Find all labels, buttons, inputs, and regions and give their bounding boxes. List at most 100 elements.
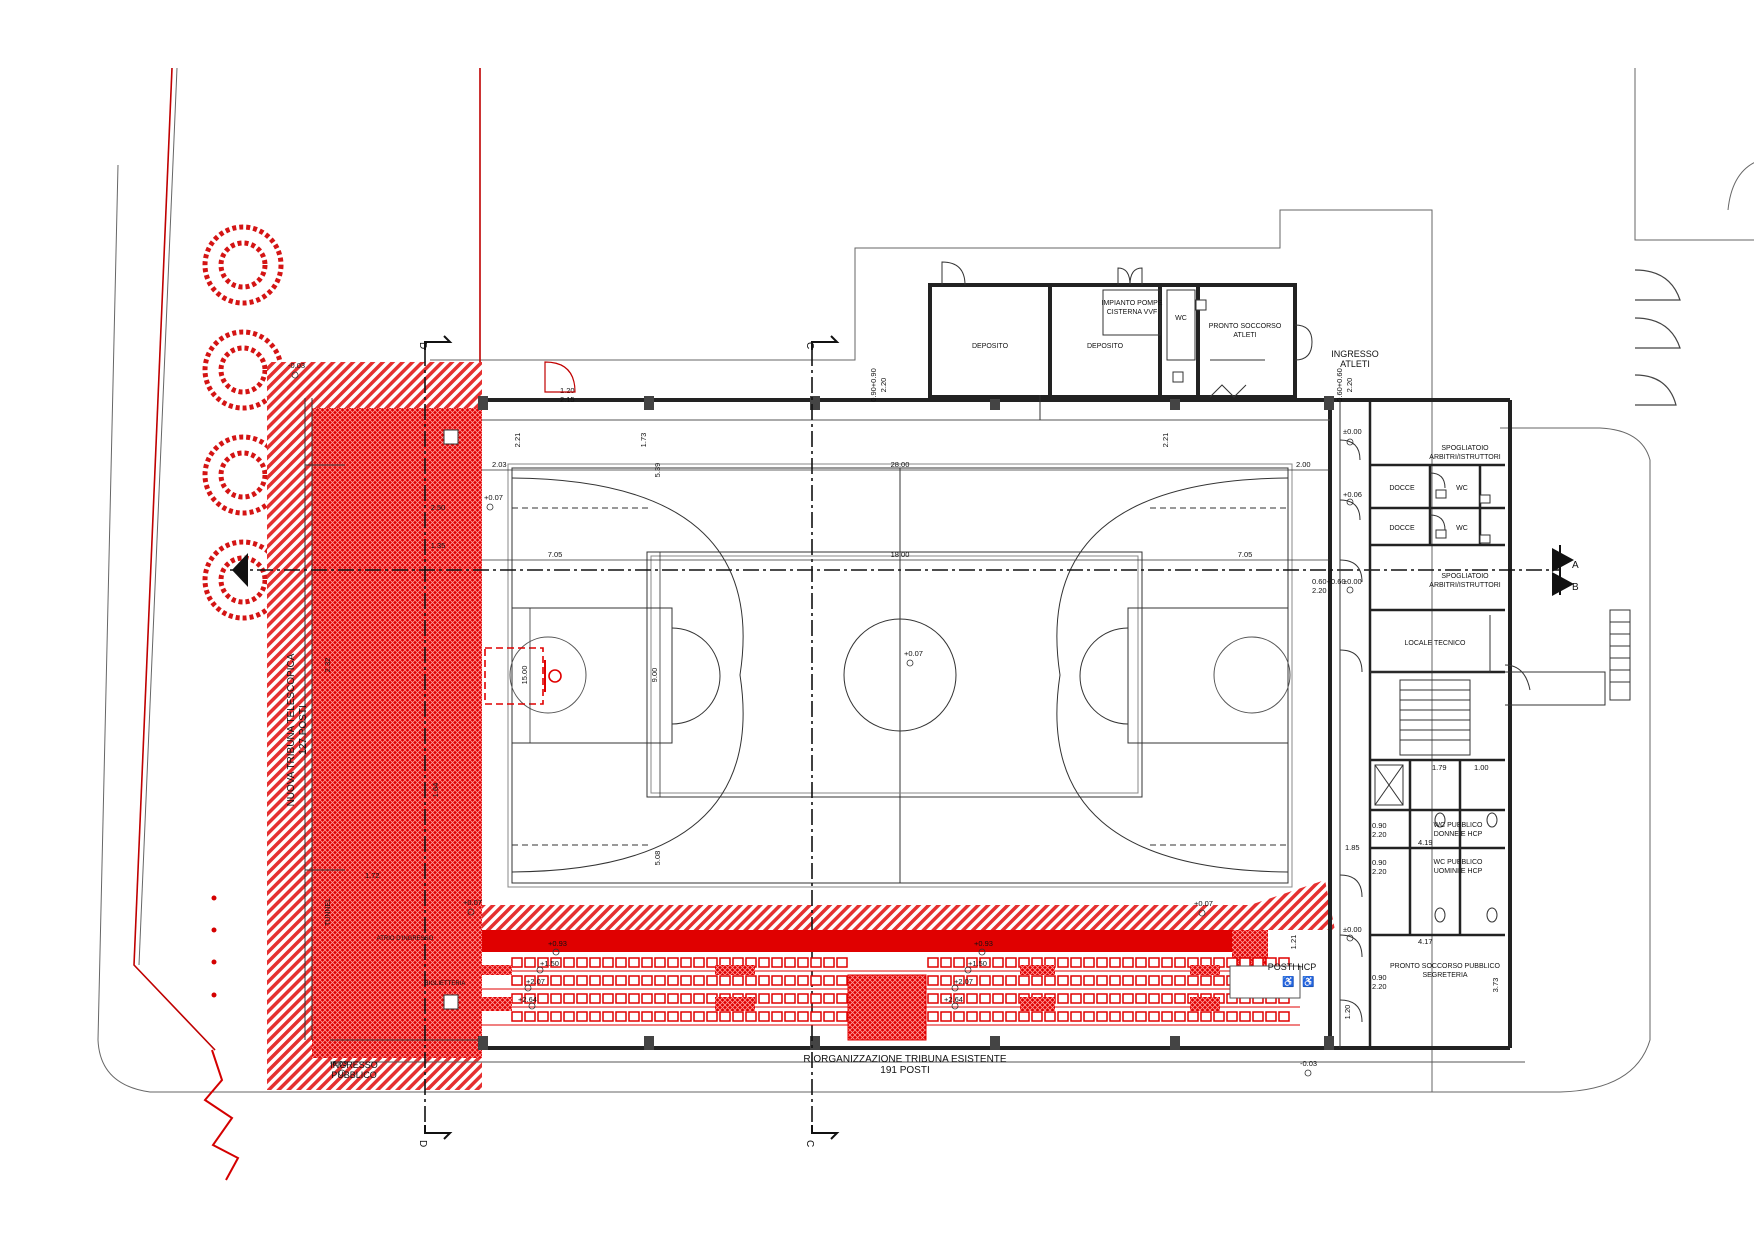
seat	[1239, 1011, 1251, 1022]
seat	[1005, 975, 1017, 986]
break-line	[203, 1049, 240, 1181]
seat	[1031, 975, 1043, 986]
seat	[797, 957, 809, 968]
seat	[732, 975, 744, 986]
seat	[1109, 957, 1121, 968]
seat	[953, 957, 965, 968]
seat	[576, 957, 588, 968]
seat	[953, 975, 965, 986]
seat	[1226, 1011, 1238, 1022]
seat	[680, 975, 692, 986]
dim-door-5: 0.90	[1372, 821, 1387, 830]
seat	[1057, 957, 1069, 968]
seat	[836, 975, 848, 986]
room-deposito-1: DEPOSITO	[972, 343, 1009, 350]
seat	[511, 957, 523, 968]
seat	[576, 975, 588, 986]
seat	[680, 1011, 692, 1022]
seat	[1057, 993, 1069, 1004]
seat	[550, 957, 562, 968]
seat	[927, 993, 939, 1004]
dim-left-margin: 2.03	[492, 460, 507, 469]
seat	[927, 1011, 939, 1022]
seat	[1083, 1011, 1095, 1022]
basketball-court	[507, 463, 1293, 888]
seat	[1083, 993, 1095, 1004]
seat	[563, 993, 575, 1004]
red-dots	[211, 895, 217, 998]
label-ingresso-pubblico-1: INGRESSO	[330, 1060, 378, 1070]
seat	[524, 957, 536, 968]
seat	[1083, 957, 1095, 968]
seat	[927, 975, 939, 986]
dim-door-5b: 2.20	[1372, 830, 1387, 839]
tree	[202, 224, 284, 306]
dim-top-2: 5.39	[653, 463, 662, 478]
seat	[823, 1011, 835, 1022]
seat	[1174, 993, 1186, 1004]
dim-door-6: 0.90	[1372, 858, 1387, 867]
level-court-left: +0.07	[484, 493, 503, 502]
room-pronto-pubblico-line2: SEGRETERIA	[1422, 972, 1467, 979]
seat	[1187, 1011, 1199, 1022]
seat	[641, 975, 653, 986]
seat	[1005, 993, 1017, 1004]
seat	[680, 957, 692, 968]
dim-373: 3.73	[1491, 978, 1500, 993]
seat	[1174, 975, 1186, 986]
seat	[797, 1011, 809, 1022]
room-spogliatoio-2-line2: ARBITRI/ISTRUTTORI	[1429, 582, 1500, 589]
seat	[706, 1011, 718, 1022]
seat	[992, 957, 1004, 968]
seat	[1148, 1011, 1160, 1022]
seat	[810, 1011, 822, 1022]
label-ingresso-pubblico-2: PUBBLICO	[331, 1070, 377, 1080]
seat	[1070, 975, 1082, 986]
seat	[693, 975, 705, 986]
seat	[550, 975, 562, 986]
seat	[1096, 1011, 1108, 1022]
seat	[667, 1011, 679, 1022]
room-locale-tecnico: LOCALE TECNICO	[1405, 640, 1466, 647]
dim-right-offset: 7.05	[1238, 550, 1253, 559]
seat	[1096, 975, 1108, 986]
seat	[628, 957, 640, 968]
seat	[823, 993, 835, 1004]
level-step-4: +2.64	[518, 995, 537, 1004]
seat	[758, 993, 770, 1004]
seat	[1174, 1011, 1186, 1022]
seat	[654, 1011, 666, 1022]
dimension-lines	[482, 469, 1330, 797]
dim-court-length: 28.00	[891, 460, 910, 469]
level-step-2b: +1.50	[968, 959, 987, 968]
seat	[836, 1011, 848, 1022]
seat	[550, 1011, 562, 1022]
seat	[602, 975, 614, 986]
seat	[927, 957, 939, 968]
seat	[1122, 957, 1134, 968]
seat	[953, 993, 965, 1004]
room-wc-2: WC	[1456, 525, 1468, 532]
service-block	[1368, 400, 1505, 1048]
label-atrio: ATRIO D'INGRESSO	[377, 936, 434, 942]
seat	[1109, 975, 1121, 986]
section-a-left: A	[240, 570, 247, 581]
section-c-bottom: C	[804, 1140, 815, 1147]
seat	[823, 975, 835, 986]
label-tribuna-nuova-1: NUOVA TRIBUNA TELESCOPICA	[286, 653, 297, 806]
seat	[836, 993, 848, 1004]
dim-172: 1.72	[365, 871, 380, 880]
seat	[628, 1011, 640, 1022]
seat	[563, 957, 575, 968]
seat	[979, 993, 991, 1004]
room-deposito-2: DEPOSITO	[1087, 343, 1124, 350]
seat	[537, 993, 549, 1004]
basket-hoop-left	[548, 669, 562, 683]
svg-text:♿: ♿	[1302, 975, 1314, 988]
seat	[1161, 1011, 1173, 1022]
seat	[1122, 975, 1134, 986]
seat	[615, 975, 627, 986]
seat	[693, 957, 705, 968]
seat	[706, 975, 718, 986]
seat	[1031, 1011, 1043, 1022]
